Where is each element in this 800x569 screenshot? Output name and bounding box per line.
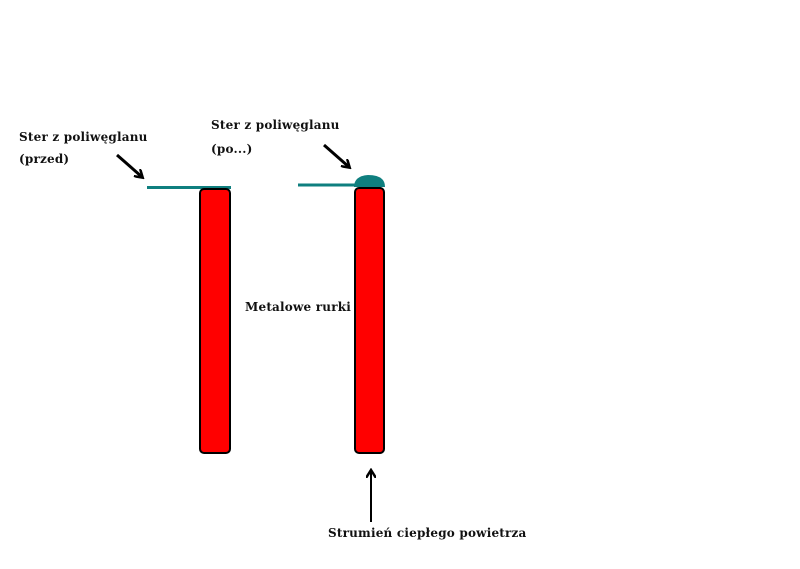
label-metal-tubes: Metalowe rurki [245,300,351,314]
label-warm-airflow: Strumień ciepłego powietrza [328,526,527,540]
arrow-before [116,153,142,177]
label-before-state: (przed) [19,152,70,166]
arrow-after [323,143,349,167]
metal-tube-right [354,187,385,454]
metal-tube-left [199,188,231,454]
label-after-title: Ster z poliwęglanu [211,118,340,132]
label-before-title: Ster z poliwęglanu [19,130,148,144]
polycarbonate-melted-blob [354,175,385,187]
label-after-state: (po...) [211,142,253,156]
